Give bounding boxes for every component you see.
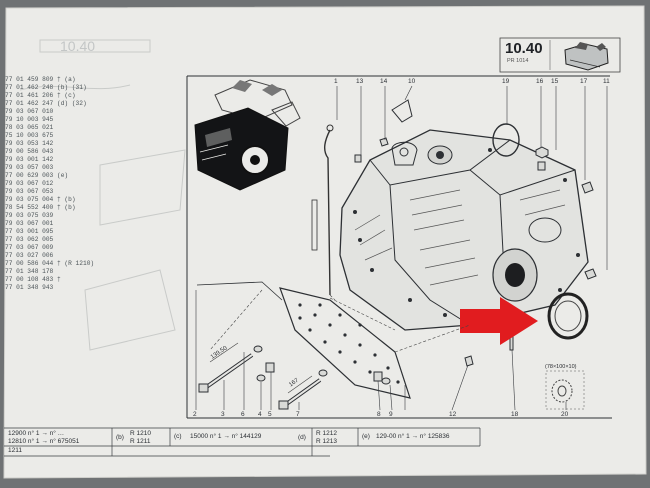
part-row: 77 00 629 003 (e): [5, 172, 69, 179]
footer-tag: (c): [174, 433, 182, 440]
footer-row: 1211: [8, 447, 22, 454]
footer-tag: (d): [298, 434, 306, 441]
seal-detail-box: [545, 370, 585, 410]
dimension-line: [209, 342, 239, 363]
part-row: 77 00 108 483 †: [5, 276, 61, 283]
callout-number: 17: [580, 78, 588, 85]
seal-dimension-label: (78×100×10): [545, 364, 577, 370]
bolt-medium: [278, 378, 322, 410]
engine-block-thumbnail-icon: [564, 42, 609, 71]
part-row: 75 10 003 675: [5, 132, 54, 139]
part-row: 79 03 067 012: [5, 180, 54, 187]
callout-number: 2: [193, 411, 197, 418]
oil-pump-outline: [196, 281, 283, 301]
leader-lines: [195, 85, 608, 411]
part-row: 77 01 459 809 † (a): [5, 76, 76, 83]
footer-row: 129-00 n° 1 → n° 125836: [376, 433, 450, 440]
part-row: 79 03 075 039: [5, 212, 54, 219]
callout-number: 19: [502, 78, 510, 85]
part-row: 78 03 065 021: [5, 124, 54, 131]
dimension-line: [287, 375, 313, 394]
part-row: 77 03 001 095: [5, 228, 54, 235]
footer-row: 12900 n° 1 → n° …: [8, 430, 65, 437]
footer-grid: [4, 427, 481, 457]
part-row: 77 01 462 247 (d) (32): [5, 100, 87, 107]
faint-background-sketch: [19, 39, 186, 351]
part-row: 79 03 067 010: [5, 108, 54, 115]
paper-sheet: [4, 6, 646, 478]
callout-number: 7: [296, 411, 300, 418]
part-row: 79 10 003 945: [5, 116, 54, 123]
footer-row: R 1210: [130, 430, 151, 437]
part-row: 79 03 001 142: [5, 156, 54, 163]
footer-row: 15000 n° 1 → n° 144129: [190, 433, 262, 440]
footer-tag: (e): [362, 433, 370, 440]
red-arrow-icon: [460, 297, 538, 345]
part-row: 77 03 027 006: [5, 252, 54, 259]
bracket-part: [391, 99, 413, 123]
callout-number: 16: [536, 78, 544, 85]
callout-number: 6: [241, 411, 245, 418]
part-row: 79 03 067 001: [5, 220, 54, 227]
washers: [253, 345, 391, 385]
footer-row: R 1213: [316, 438, 337, 445]
assembly-guide-lines: [209, 289, 471, 353]
callout-number: 11: [603, 78, 610, 85]
callout-number: 15: [551, 78, 559, 85]
callout-number: 5: [268, 411, 272, 418]
footer-tag: (b): [116, 434, 124, 441]
part-row: 78 54 552 400 † (b): [5, 204, 76, 211]
callout-number: 20: [561, 411, 569, 418]
dipstick: [311, 124, 334, 296]
oil-sump-gasket: [279, 287, 411, 399]
part-row: 79 03 067 053: [5, 188, 54, 195]
callout-number: 1: [334, 78, 338, 85]
part-row: 77 00 586 044 † (R 1210): [5, 260, 95, 267]
callout-number: 18: [511, 411, 519, 418]
callout-number: 3: [221, 411, 225, 418]
o-ring: [492, 123, 520, 157]
callout-number: 12: [449, 411, 457, 418]
part-row: 77 01 348 943: [5, 284, 54, 291]
footer-row: R 1212: [316, 430, 337, 437]
callout-number: 8: [377, 411, 381, 418]
oil-seal: [547, 292, 589, 403]
footer-row: R 1211: [130, 438, 151, 445]
footer-row: 12810 n° 1 → n° 675051: [8, 438, 80, 445]
part-row: 79 03 057 003: [5, 164, 54, 171]
part-row: 77 03 062 005: [5, 236, 54, 243]
part-row: 79 03 075 004 † (b): [5, 196, 76, 203]
header-box: [499, 37, 621, 73]
engine-perspective-icon: [194, 79, 301, 191]
callout-number: 14: [380, 78, 388, 85]
section-number: 10.40: [505, 40, 543, 57]
part-row: 77 01 462 248 (b) (31): [5, 84, 87, 91]
part-row: 77 01 348 178: [5, 268, 54, 275]
part-row: 79 03 053 142: [5, 140, 54, 147]
crankcase-lower-half: [339, 129, 589, 331]
part-row: 77 03 067 009: [5, 244, 54, 251]
part-row: 77 01 461 206 † (c): [5, 92, 76, 99]
part-row: 79 00 586 043: [5, 148, 54, 155]
section-code: PR 1014: [507, 58, 529, 64]
small-fasteners: [354, 137, 597, 367]
callout-number: 4: [258, 411, 262, 418]
callout-number: 9: [389, 411, 393, 418]
callout-number: 10: [408, 78, 416, 85]
faint-section-number: 10.40: [60, 38, 96, 54]
callout-number: 13: [356, 78, 364, 85]
